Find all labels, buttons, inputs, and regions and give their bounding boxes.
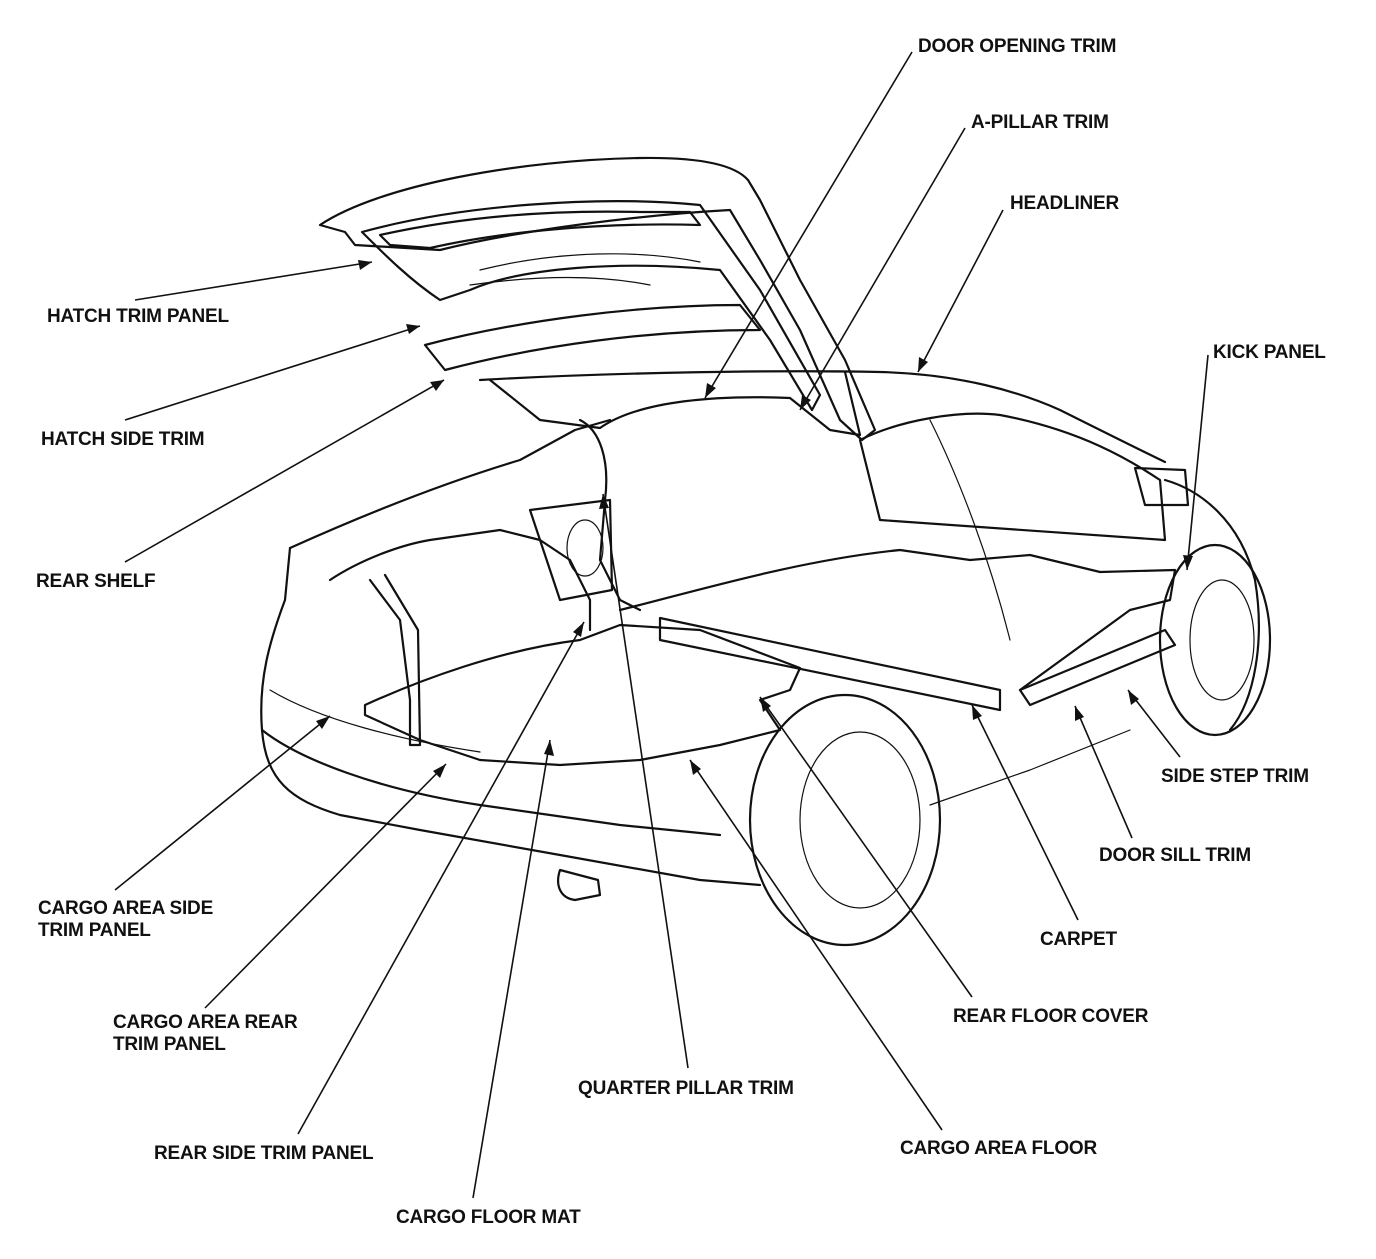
- leader-rear-shelf: [124, 379, 445, 563]
- label-rear-floor-cover: REAR FLOOR COVER: [953, 1006, 1149, 1027]
- hatch-trim-panel-shape: [378, 210, 702, 250]
- speaker: [528, 498, 614, 602]
- label-quarter-pillar-trim: QUARTER PILLAR TRIM: [578, 1078, 794, 1099]
- carpet-shape: [618, 548, 1177, 692]
- arrowhead: [544, 740, 554, 756]
- leader-headliner: [917, 209, 1004, 373]
- front-fender: [1163, 478, 1260, 732]
- arrowhead: [918, 357, 928, 372]
- label-side-step-trim: SIDE STEP TRIM: [1161, 766, 1309, 787]
- label-kick-panel: KICK PANEL: [1213, 342, 1326, 363]
- arrowhead: [599, 494, 609, 509]
- rear-side-trim-shape: [368, 573, 422, 747]
- label-cargo-floor-mat: CARGO FLOOR MAT: [396, 1207, 581, 1228]
- arrowhead: [705, 383, 716, 398]
- leader-kick-panel: [1186, 354, 1209, 571]
- label-cargo-area-side-trim-panel-line1: CARGO AREA SIDE: [38, 898, 214, 919]
- label-cargo-area-side-trim-panel-line2: TRIM PANEL: [38, 920, 151, 941]
- leader-quarter-pillar-trim: [602, 493, 689, 1069]
- leader-hatch-trim-panel: [134, 261, 373, 301]
- leader-hatch-side-trim: [124, 325, 421, 421]
- label-door-sill-trim: DOOR SILL TRIM: [1099, 845, 1252, 866]
- rear-floor-cover-shape: [658, 616, 1002, 712]
- label-headliner: HEADLINER: [1010, 193, 1120, 214]
- label-cargo-area-rear-trim-panel-line2: TRIM PANEL: [113, 1034, 226, 1055]
- leader-side-step-trim: [1127, 689, 1181, 758]
- label-hatch-side-trim: HATCH SIDE TRIM: [41, 429, 205, 450]
- arrowhead: [1183, 555, 1193, 570]
- rear-window-opening: [488, 370, 862, 437]
- leader-cargo-area-floor: [689, 759, 943, 1131]
- body-side: [288, 418, 612, 550]
- leader-door-sill-trim: [1074, 705, 1133, 839]
- leader-cargo-area-side-trim-panel: [114, 715, 331, 891]
- car-body-outline: [260, 156, 1272, 947]
- arrowhead: [972, 705, 982, 720]
- label-a-pillar-trim: A-PILLAR TRIM: [971, 112, 1109, 133]
- rear-wheel-tire: [748, 693, 942, 947]
- quarter-pillar: [578, 418, 642, 612]
- leader-carpet: [971, 704, 1079, 921]
- label-rear-side-trim-panel: REAR SIDE TRIM PANEL: [154, 1143, 374, 1164]
- front-wheel-tire: [1158, 543, 1272, 737]
- rear-bumper: [260, 728, 722, 837]
- label-cargo-area-floor: CARGO AREA FLOOR: [900, 1138, 1097, 1159]
- side-mirror: [1133, 466, 1190, 507]
- leader-rear-floor-cover: [759, 696, 973, 998]
- leader-a-pillar-trim: [799, 127, 966, 411]
- door-glass: [858, 412, 1167, 542]
- label-hatch-trim-panel: HATCH TRIM PANEL: [47, 306, 229, 327]
- arrowhead: [433, 764, 446, 778]
- arrowhead: [316, 716, 330, 729]
- exhaust: [557, 868, 602, 902]
- cargo-floor-outline: [363, 623, 802, 767]
- leader-cargo-area-rear-trim-panel: [204, 763, 447, 1009]
- arrowhead: [573, 622, 584, 637]
- label-rear-shelf: REAR SHELF: [36, 571, 156, 592]
- trunk-lip: [260, 546, 762, 887]
- arrowhead: [690, 760, 701, 775]
- arrowhead: [358, 260, 372, 270]
- leader-rear-side-trim-panel: [297, 621, 585, 1135]
- leader-lines: [114, 51, 1209, 1199]
- leader-door-opening-trim: [704, 51, 913, 399]
- arrowhead: [406, 324, 420, 334]
- leader-cargo-floor-mat: [472, 739, 551, 1199]
- arrowhead: [1128, 690, 1139, 705]
- hatch-side-trim-shape: [423, 303, 762, 372]
- hatch-inner-frame: [360, 200, 822, 412]
- label-door-opening-trim: DOOR OPENING TRIM: [918, 36, 1117, 57]
- arrowhead: [760, 697, 771, 712]
- arrowhead: [1075, 706, 1084, 721]
- label-carpet: CARPET: [1040, 929, 1117, 950]
- label-cargo-area-rear-trim-panel-line1: CARGO AREA REAR: [113, 1012, 298, 1033]
- arrowhead: [800, 395, 811, 410]
- door-sill: [1018, 628, 1177, 707]
- roof-line: [478, 370, 1167, 464]
- arrowhead: [430, 380, 444, 391]
